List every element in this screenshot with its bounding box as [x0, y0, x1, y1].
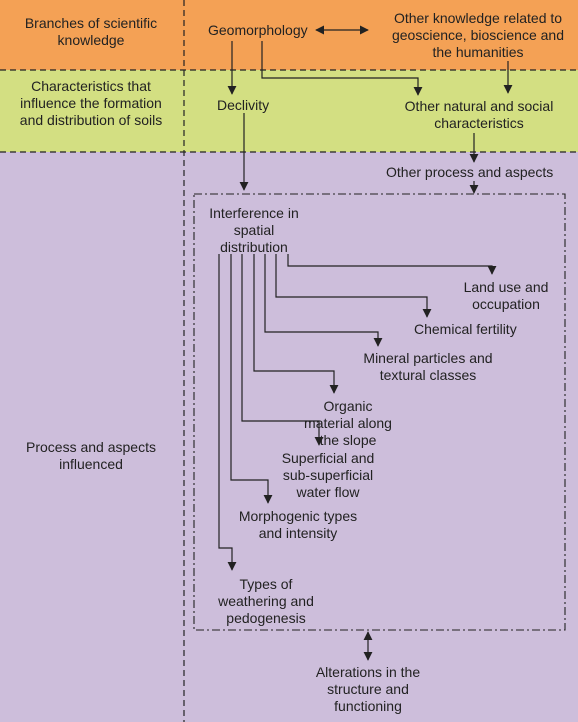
node-land-use: Land use and occupation [463, 279, 549, 312]
branch-organic-material [253, 254, 339, 394]
band-label-knowledge: Branches of scientific knowledge [24, 15, 158, 48]
node-organic-material: Organic material along the slope [304, 398, 392, 448]
node-geomorphology: Geomorphology [208, 22, 308, 38]
branch-morphogenic [230, 254, 273, 504]
band-label-characteristics: Characteristics that influence the forma… [19, 78, 163, 128]
node-other-characteristics: Other natural and social characteristics [404, 98, 554, 131]
band-knowledge [0, 0, 578, 70]
node-morphogenic: Morphogenic types and intensity [238, 508, 358, 541]
band-label-process: Process and aspects influenced [26, 439, 156, 472]
branch-mineral-particles [264, 254, 383, 347]
band-characteristics [0, 70, 578, 152]
node-water-flow: Superficial and sub-superficial water fl… [281, 450, 375, 500]
node-other-knowledge: Other knowledge related to geoscience, b… [391, 10, 564, 60]
arrow-geomorphology-other-characteristics [261, 41, 423, 96]
node-interference: Interference in spatial distribution [209, 205, 299, 255]
node-declivity: Declivity [217, 97, 270, 113]
node-alterations: Alterations in the structure and functio… [315, 664, 421, 714]
node-mineral-particles: Mineral particles and textural classes [363, 350, 493, 383]
branch-water-flow [241, 254, 324, 446]
node-other-process: Other process and aspects [386, 164, 554, 180]
branch-land-use [287, 254, 497, 275]
band-process [0, 152, 578, 722]
spatial-distribution-box [193, 193, 566, 631]
node-weathering: Types of weathering and pedogenesis [218, 576, 314, 626]
branch-weathering [218, 254, 237, 571]
branch-chemical-fertility [275, 254, 432, 318]
node-chemical-fertility: Chemical fertility [414, 321, 517, 337]
